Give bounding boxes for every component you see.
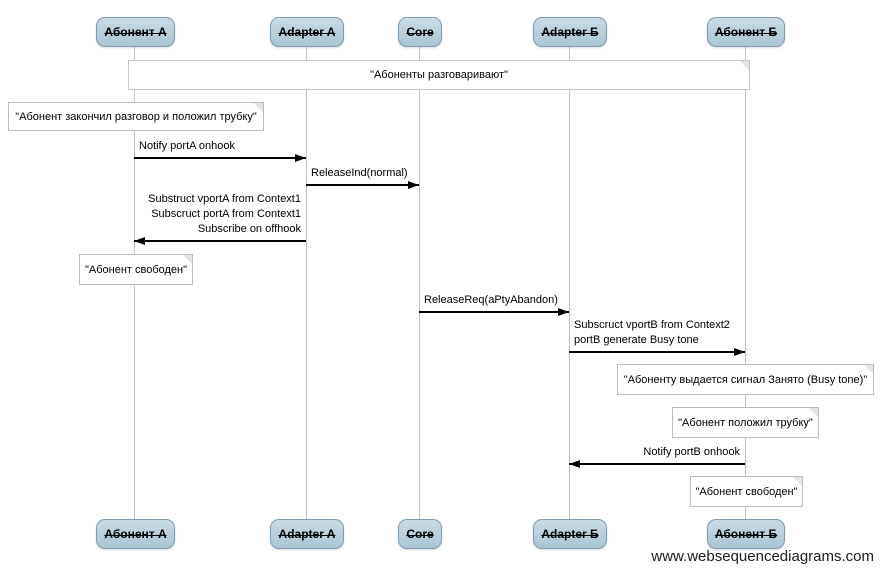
actor-box-core-bottom: Core	[398, 519, 442, 549]
message-subscruct-vportb: Subscruct vportB from Context2 portB gen…	[569, 318, 745, 357]
message-arrow	[569, 348, 745, 357]
actor-box-core-top: Core	[398, 17, 442, 47]
message-label: Notify portB onhook	[643, 446, 740, 458]
message-releaseind-normal: ReleaseInd(normal)	[306, 166, 419, 190]
arrowhead-left-icon	[134, 237, 145, 245]
note-text: "Абонент положил трубку"	[678, 416, 813, 429]
actor-label: Абонент Б	[714, 527, 778, 541]
note-hung-up: "Абонент положил трубку"	[672, 407, 819, 438]
actor-label: Adapter Б	[541, 25, 599, 39]
message-label: Subscruct portA from Context1	[151, 208, 301, 220]
actor-box-abonent-a-bottom: Абонент A	[96, 519, 175, 549]
actor-label: Абонент A	[104, 527, 167, 541]
note-text: "Абонент свободен"	[84, 263, 188, 276]
arrow-line	[306, 184, 419, 186]
arrow-line	[419, 311, 569, 313]
note-fold-icon	[254, 103, 263, 112]
arrowhead-right-icon	[408, 181, 419, 189]
message-releasereq-aptyabandon: ReleaseReq(aPtyAbandon)	[419, 293, 569, 317]
actor-label: Core	[406, 25, 434, 39]
message-label: Subscruct vportB from Context2	[574, 319, 730, 331]
note-abonent-b-free: "Абонент свободен"	[690, 476, 803, 507]
message-label: Substruct vportA from Context1	[148, 193, 301, 205]
lifeline-abonent-b	[745, 45, 746, 519]
actor-box-abonent-a-top: Абонент A	[96, 17, 175, 47]
arrowhead-right-icon	[558, 308, 569, 316]
arrowhead-left-icon	[569, 460, 580, 468]
actor-label: Adapter Б	[541, 527, 599, 541]
note-text: "Абоненты разговаривают"	[370, 69, 508, 81]
actor-box-adapter-a-bottom: Adapter A	[270, 519, 344, 549]
watermark-websequencediagrams: www.websequencediagrams.com	[651, 548, 874, 565]
message-label: ReleaseInd(normal)	[311, 167, 408, 179]
message-arrow	[134, 237, 306, 246]
note-fold-icon	[864, 365, 873, 374]
arrow-line	[569, 463, 745, 465]
note-fold-icon	[793, 477, 802, 486]
message-notify-portb-onhook: Notify portB onhook	[569, 445, 745, 469]
arrow-line	[134, 240, 306, 242]
message-arrow	[569, 460, 745, 469]
message-label: ReleaseReq(aPtyAbandon)	[424, 294, 558, 306]
note-busy-tone: "Абоненту выдается сигнал Занято (Busy t…	[617, 364, 874, 395]
message-label: portB generate Busy tone	[574, 334, 699, 346]
note-text: "Абонент закончил разговор и положил тру…	[15, 110, 257, 123]
actor-box-adapter-b-bottom: Adapter Б	[533, 519, 607, 549]
note-band-conversation: "Абоненты разговаривают"	[128, 60, 750, 90]
note-text: "Абоненту выдается сигнал Занято (Busy t…	[623, 373, 868, 386]
actor-label: Adapter A	[278, 527, 336, 541]
message-notify-porta-onhook: Notify portA onhook	[134, 139, 306, 163]
actor-box-abonent-b-bottom: Абонент Б	[707, 519, 785, 549]
actor-label: Core	[406, 527, 434, 541]
note-call-ended: "Абонент закончил разговор и положил тру…	[8, 102, 264, 131]
message-substruct-vporta: Substruct vportA from Context1 Subscruct…	[134, 192, 306, 246]
actor-label: Adapter A	[278, 25, 336, 39]
message-label: Notify portA onhook	[139, 140, 236, 152]
lifeline-adapter-b	[569, 45, 570, 519]
arrowhead-right-icon	[295, 154, 306, 162]
actor-label: Абонент A	[104, 25, 167, 39]
note-fold-icon	[183, 255, 192, 264]
arrow-line	[569, 351, 745, 353]
note-text: "Абонент свободен"	[695, 485, 798, 498]
actor-box-abonent-b-top: Абонент Б	[707, 17, 785, 47]
message-label: Subscribe on offhook	[197, 223, 301, 235]
actor-box-adapter-a-top: Adapter A	[270, 17, 344, 47]
actor-label: Абонент Б	[714, 25, 778, 39]
note-fold-icon	[809, 408, 818, 417]
message-arrow	[306, 181, 419, 190]
note-abonent-a-free: "Абонент свободен"	[79, 254, 193, 285]
note-fold-icon	[740, 61, 749, 70]
lifeline-core	[419, 45, 420, 519]
arrow-line	[134, 157, 306, 159]
message-arrow	[134, 154, 306, 163]
lifeline-adapter-a	[306, 45, 307, 519]
actor-box-adapter-b-top: Adapter Б	[533, 17, 607, 47]
message-arrow	[419, 308, 569, 317]
arrowhead-right-icon	[734, 348, 745, 356]
